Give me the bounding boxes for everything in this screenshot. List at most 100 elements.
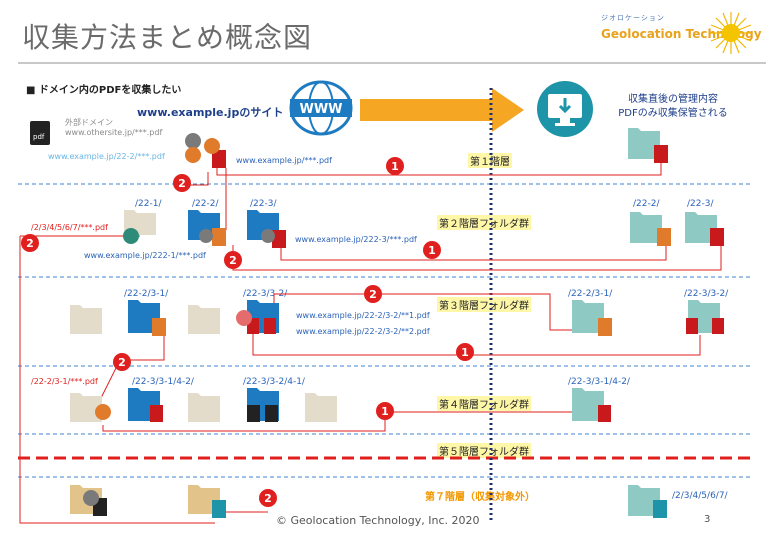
step-badge-number: 1 <box>428 244 436 257</box>
www-text: WWW <box>299 102 342 117</box>
folder-label-22-3-3-1-4-2: /22-3/3-1/4-2/ <box>132 377 194 387</box>
pdf-22-2 <box>212 228 226 246</box>
step-badge-number: 2 <box>118 356 126 369</box>
folder-label-22-2: /22-2/ <box>192 199 219 209</box>
site-label: www.example.jpのサイト <box>137 106 284 119</box>
url-label-deep: /2/3/4/5/6/7/***.pdf <box>31 223 108 232</box>
step-badge-circle <box>113 353 131 371</box>
step-badge-circle <box>224 251 242 269</box>
external-domain-label: 外部ドメイン <box>65 118 113 127</box>
layer-2-label: 第２階層フォルダ群 <box>437 215 531 230</box>
layer-1-label: 第１階層 <box>468 153 512 168</box>
json-icon-22-2 <box>185 147 201 163</box>
pdf-3-2-2-result <box>712 318 724 334</box>
step-badge-circle <box>364 285 382 303</box>
management-note: 収集直後の管理内容 PDFのみ収集保管される <box>598 93 748 121</box>
layer-3-label: 第３階層フォルダ群 <box>437 297 531 312</box>
folder-label-22-3: /22-3/ <box>250 199 277 209</box>
result-folder-22-3 <box>685 212 717 243</box>
step-badge-circle <box>21 234 39 252</box>
pdf-deep-result <box>653 500 667 518</box>
external-domain-url: www.othersite.jp/***.pdf <box>65 128 163 137</box>
folder-label-22-3-3-2: /22-3/3-2/ <box>243 289 288 299</box>
step-badge-number: 2 <box>229 254 237 267</box>
url-label-222-3: www.example.jp/222-3/***.pdf <box>295 235 417 244</box>
json-icon-22-3 <box>261 229 275 243</box>
url-label-222-1: www.example.jp/222-1/***.pdf <box>84 251 206 260</box>
folder-l4-b <box>188 393 220 422</box>
flow-arrow <box>360 88 524 132</box>
folder-l4-c <box>305 393 337 422</box>
step-badge-number: 2 <box>369 288 377 301</box>
json-icon-3-1 <box>95 404 111 420</box>
step-badge-circle <box>376 402 394 420</box>
folder-label-22-1: /22-1/ <box>135 199 162 209</box>
result-folder-label-22-3-3-2: /22-3/3-2/ <box>684 289 729 299</box>
logo-name: Geolocation Technology <box>601 27 762 41</box>
pdf-4-2 <box>150 405 163 422</box>
step-badge-circle <box>386 157 404 175</box>
json-icon-ext <box>185 133 201 149</box>
pdf-22-2-result <box>657 228 671 246</box>
folder-label-22-3-3-2-4-1: /22-3/3-2/4-1/ <box>243 377 305 387</box>
json-icon-l7 <box>83 490 99 506</box>
www-globe-icon: WWW <box>289 80 353 136</box>
result-folder-label-22-2-3-1: /22-2/3-1/ <box>568 289 613 299</box>
url-label-3-2-1: www.example.jp/22-2/3-2/**1.pdf <box>296 311 430 320</box>
footer-copyright: © Geolocation Technology, Inc. 2020 <box>276 514 480 527</box>
logo-tagline: ジオロケーション <box>601 14 665 22</box>
json-icons <box>83 133 275 506</box>
result-folder-3-1 <box>572 300 604 333</box>
json-icon-22-2-b <box>199 229 213 243</box>
title-divider <box>18 62 766 64</box>
result-folder-4-2 <box>572 388 604 421</box>
folder-l4-a <box>70 393 102 422</box>
step-badge-circle <box>423 241 441 259</box>
step-badge-circle <box>259 489 277 507</box>
step-badge-number: 2 <box>178 177 186 190</box>
pdf-4-2-result <box>598 405 611 422</box>
step-badge-number: 1 <box>391 160 399 173</box>
external-pdf-icon: pdf <box>30 121 50 145</box>
pdf-3-1 <box>152 318 166 336</box>
page-title: 収集方法まとめ概念図 <box>22 21 313 54</box>
step-badge-circle <box>456 343 474 361</box>
step-badge-number: 1 <box>381 405 389 418</box>
result-folder-deep <box>628 485 660 516</box>
pdf-22-3-result <box>710 228 724 246</box>
url-label-3-1: /22-2/3-1/***.pdf <box>31 377 98 386</box>
step-badge-number: 2 <box>264 492 272 505</box>
bullet-heading: ■ ドメイン内のPDFを収集したい <box>26 85 182 96</box>
layer-4-label: 第４階層フォルダ群 <box>437 396 531 411</box>
pdf-3-2-2 <box>264 318 276 334</box>
pdf-3-1-result <box>598 318 612 336</box>
download-monitor-icon <box>537 81 593 137</box>
pdf-root-result <box>654 145 668 163</box>
management-line1: 収集直後の管理内容 <box>628 94 718 105</box>
sun-logo-icon <box>710 12 752 54</box>
json-icon-3-2 <box>236 310 252 326</box>
json-icon-root <box>204 138 220 154</box>
result-folder-label-22-3: /22-3/ <box>687 199 714 209</box>
result-folder-root <box>628 128 660 159</box>
pdf-4-1-b <box>265 405 278 422</box>
pdf-l7-b <box>212 500 226 518</box>
pdf-4-1-a <box>247 405 260 422</box>
management-line2: PDFのみ収集保管される <box>618 108 728 119</box>
result-folder-label-4-2: /22-3/3-1/4-2/ <box>568 377 630 387</box>
folder-l3-a <box>70 305 102 334</box>
pdf-text: pdf <box>33 133 45 141</box>
folder-l3-b <box>188 305 220 334</box>
pdf-3-2-1-result <box>686 318 698 334</box>
result-folder-22-2 <box>630 212 662 243</box>
layer-5-label: 第５階層フォルダ群 <box>437 443 531 458</box>
result-folder-label-22-2: /22-2/ <box>633 199 660 209</box>
step-badge-circle <box>173 174 191 192</box>
result-folder-label-deep: /2/3/4/5/6/7/ <box>672 491 728 501</box>
pdf-22-3 <box>272 230 286 248</box>
page-number: 3 <box>704 514 711 525</box>
layer-7-label: 第７階層（収集対象外） <box>425 492 535 503</box>
json-icon-222-1 <box>123 228 139 244</box>
step-badge-number: 2 <box>26 237 34 250</box>
